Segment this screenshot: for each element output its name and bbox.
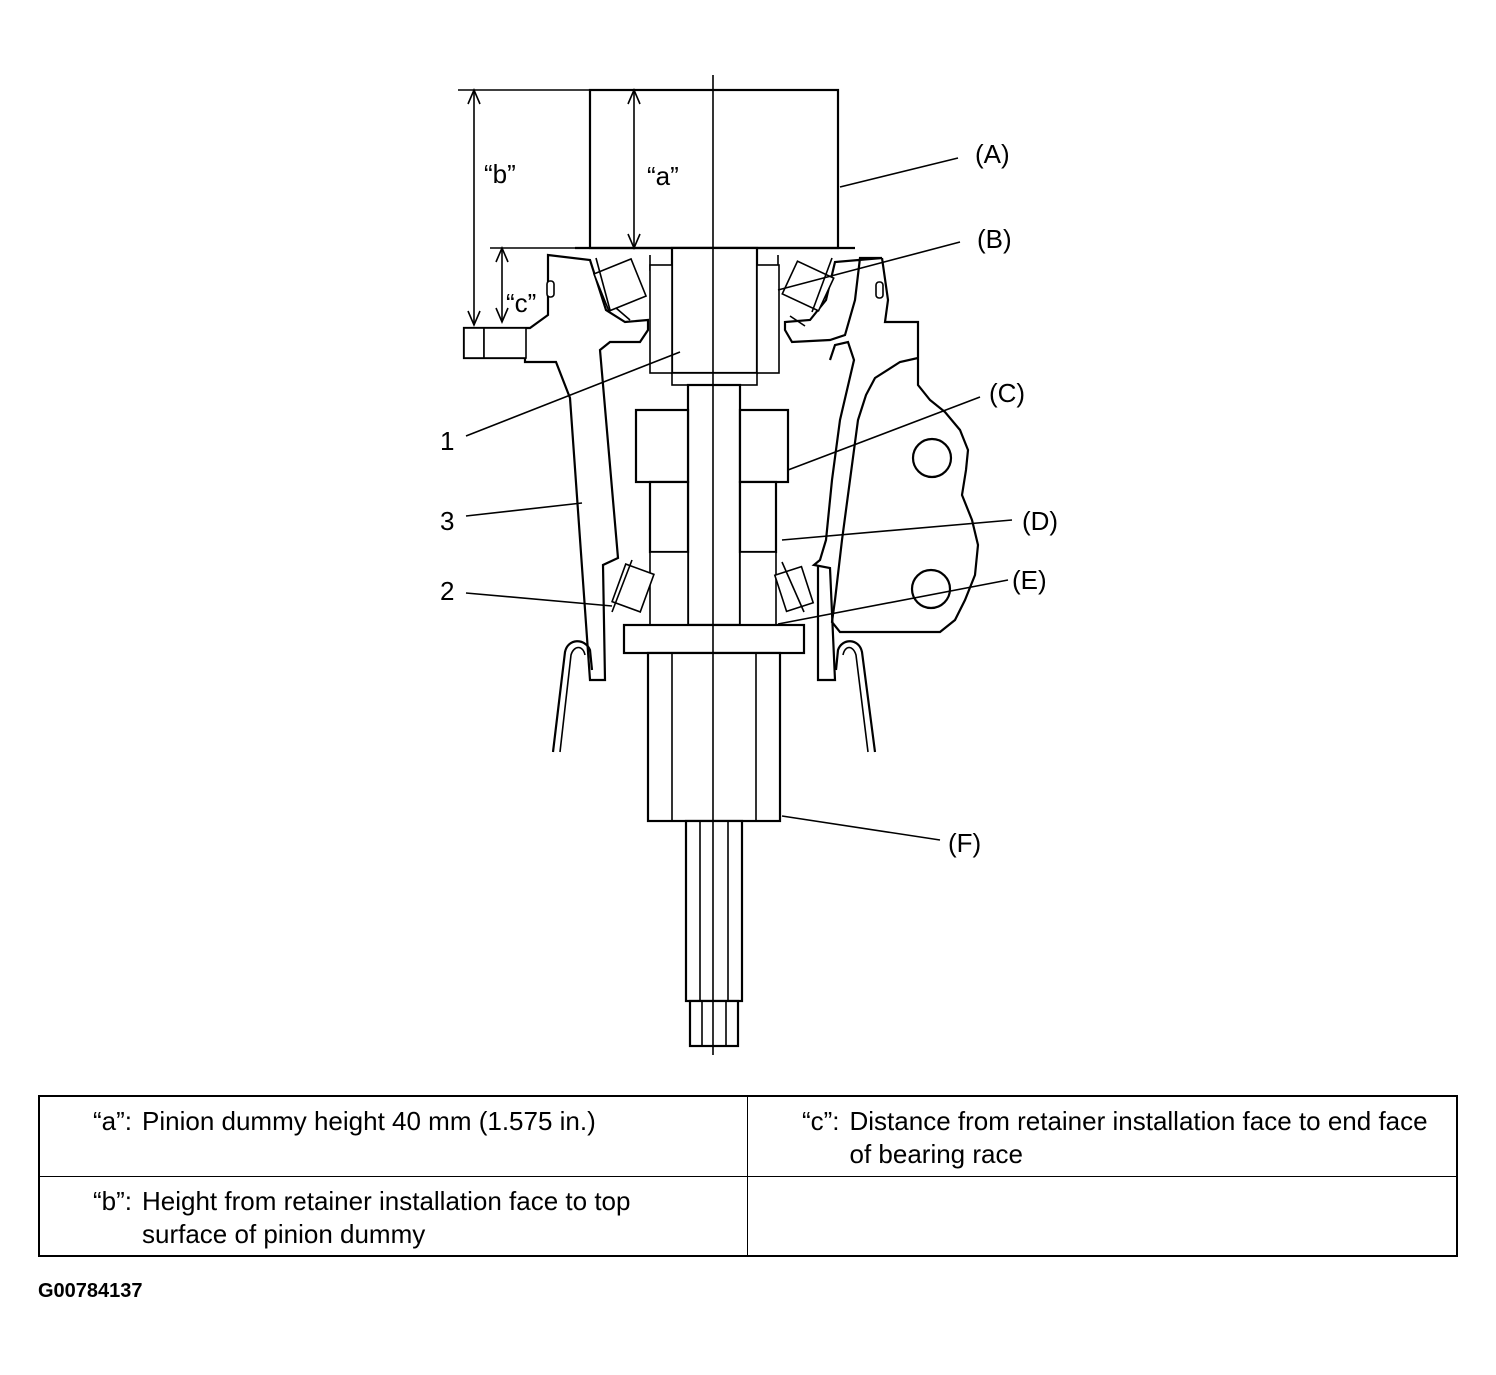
dim-label-b: “b”	[484, 159, 516, 189]
label-2: 2	[440, 576, 454, 606]
legend-cell-c: “c”: Distance from retainer installation …	[746, 1095, 1458, 1177]
label-B: (B)	[977, 224, 1012, 254]
pinion-dummy-A	[588, 88, 840, 250]
lower-shaft	[684, 819, 744, 1048]
holder-F	[646, 651, 782, 823]
leader-lines	[465, 157, 1013, 841]
label-A: (A)	[975, 139, 1010, 169]
legend-row: “b”: Height from retainer installation fa…	[38, 1175, 1458, 1257]
lower-bearing	[611, 559, 815, 613]
label-E: (E)	[1012, 565, 1047, 595]
spacer-C-right	[738, 408, 790, 484]
legend-cell-a: “a”: Pinion dummy height 40 mm (1.575 in.…	[38, 1095, 748, 1177]
legend-key: “b”:	[93, 1185, 132, 1216]
pinion-dummy-assembly-diagram: “b” “a” “c” (A) (B) (C) (D) (E) (F) 1 3 …	[440, 75, 1058, 1055]
legend-text: Distance from retainer installation face…	[849, 1106, 1428, 1169]
figure-code: G00784137	[38, 1280, 143, 1302]
label-D: (D)	[1022, 506, 1058, 536]
label-F: (F)	[948, 828, 981, 858]
legend-table: “a”: Pinion dummy height 40 mm (1.575 in.…	[38, 1095, 1458, 1257]
spacer-D-right	[738, 480, 778, 554]
dimension-lines	[458, 87, 641, 328]
legend-text: Height from retainer installation face t…	[142, 1185, 631, 1249]
legend-key: “a”:	[93, 1106, 132, 1136]
plate-E	[622, 623, 806, 655]
legend-key: “c”:	[801, 1106, 840, 1136]
legend-text: Pinion dummy height 40 mm (1.575 in.)	[142, 1106, 596, 1136]
spacer-D-left	[648, 480, 690, 554]
upper-bearing-B	[592, 255, 835, 327]
spacer-C-left	[634, 408, 690, 484]
legend-cell-empty	[746, 1175, 1458, 1257]
label-C: (C)	[989, 378, 1025, 408]
legend-cell-b: “b”: Height from retainer installation fa…	[38, 1175, 748, 1257]
label-1: 1	[440, 426, 454, 456]
legend-row: “a”: Pinion dummy height 40 mm (1.575 in.…	[38, 1095, 1458, 1177]
retainer-housing	[462, 253, 980, 682]
dim-label-a: “a”	[647, 161, 679, 191]
label-3: 3	[440, 506, 454, 536]
dim-label-c: “c”	[506, 288, 536, 318]
spring-clips	[551, 640, 877, 753]
